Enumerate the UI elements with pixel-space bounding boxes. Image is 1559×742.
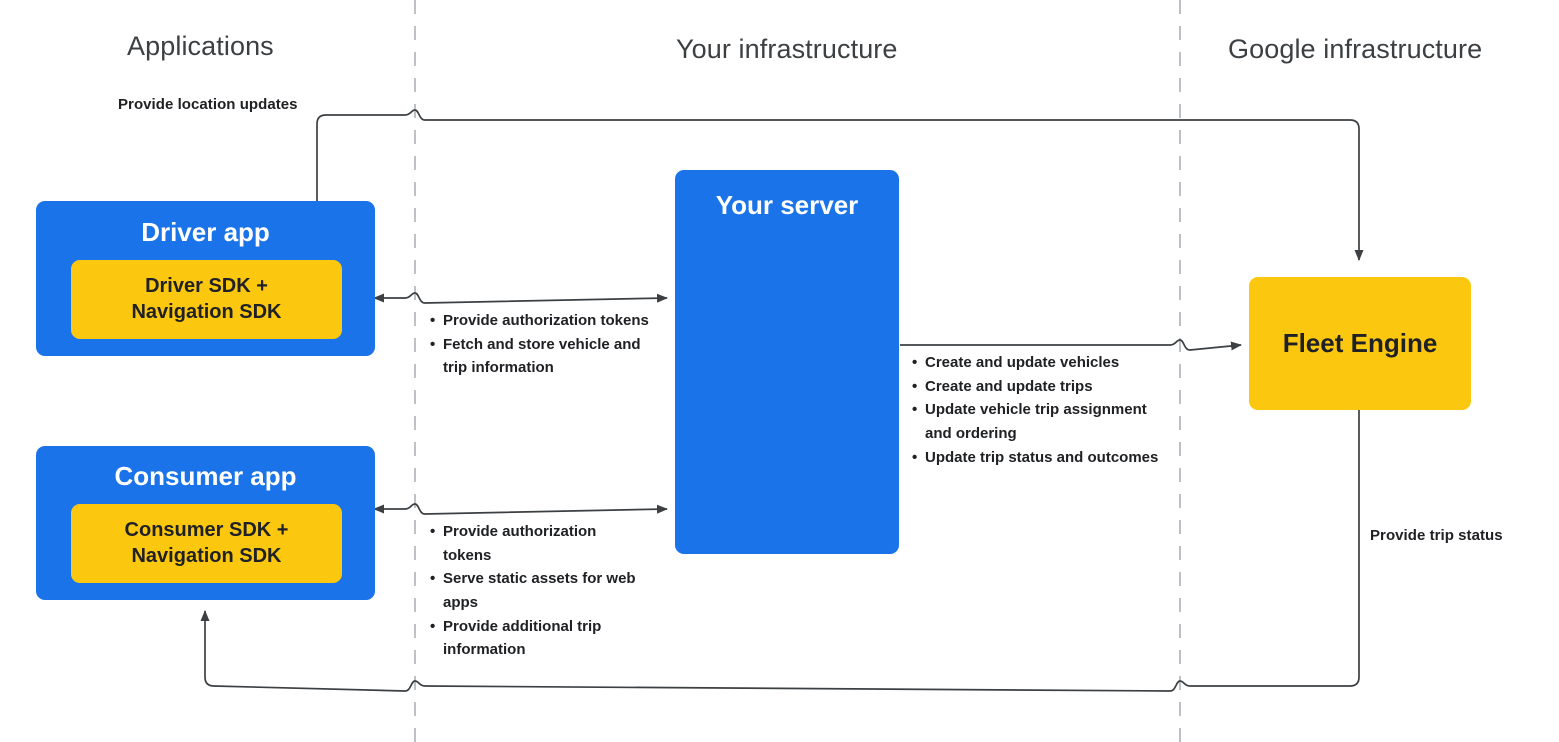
column-header-your-infrastructure: Your infrastructure — [676, 34, 898, 64]
edge-bullets-server-to-fleet-engine: Create and update vehicles Create and up… — [912, 351, 1162, 469]
node-your-server-title: Your server — [715, 190, 859, 220]
node-your-server[interactable]: Your server — [675, 170, 899, 554]
node-fleet-engine[interactable]: Fleet Engine — [1249, 277, 1471, 410]
list-item: Update trip status and outcomes — [912, 446, 1162, 470]
node-driver-app[interactable]: Driver app Driver SDK + Navigation SDK — [36, 201, 375, 356]
edge-label-provide-trip-status: Provide trip status — [1370, 527, 1503, 544]
node-fleet-engine-title: Fleet Engine — [1282, 328, 1438, 358]
list-item: Fetch and store vehicle and trip informa… — [430, 333, 655, 380]
list-item: Provide authorization tokens — [430, 309, 655, 333]
list-item: Update vehicle trip assignment and order… — [912, 398, 1162, 445]
node-consumer-app[interactable]: Consumer app Consumer SDK + Navigation S… — [36, 446, 375, 600]
column-header-applications: Applications — [127, 31, 274, 61]
list-item: Provide additional trip information — [430, 615, 645, 662]
node-driver-sdk-label: Driver SDK + Navigation SDK — [131, 274, 282, 323]
node-driver-app-title: Driver app — [141, 217, 270, 247]
list-item: Serve static assets for web apps — [430, 567, 645, 614]
list-item: Create and update vehicles — [912, 351, 1162, 375]
list-item: Provide authorization tokens — [430, 520, 645, 567]
node-consumer-sdk-label: Consumer SDK + Navigation SDK — [124, 518, 289, 567]
edge-driver-server — [373, 292, 668, 304]
node-driver-sdk[interactable]: Driver SDK + Navigation SDK — [71, 260, 342, 339]
node-consumer-app-title: Consumer app — [114, 461, 297, 491]
list-item: Create and update trips — [912, 375, 1162, 399]
node-consumer-sdk[interactable]: Consumer SDK + Navigation SDK — [71, 504, 342, 583]
edge-bullets-consumer-to-server: Provide authorization tokens Serve stati… — [430, 520, 645, 662]
edge-consumer-server — [373, 503, 668, 515]
column-header-google-infrastructure: Google infrastructure — [1228, 34, 1483, 64]
edge-bullets-driver-to-server: Provide authorization tokens Fetch and s… — [430, 309, 655, 380]
edge-label-provide-location-updates: Provide location updates — [118, 96, 298, 113]
edge-server-fleet — [900, 339, 1242, 351]
